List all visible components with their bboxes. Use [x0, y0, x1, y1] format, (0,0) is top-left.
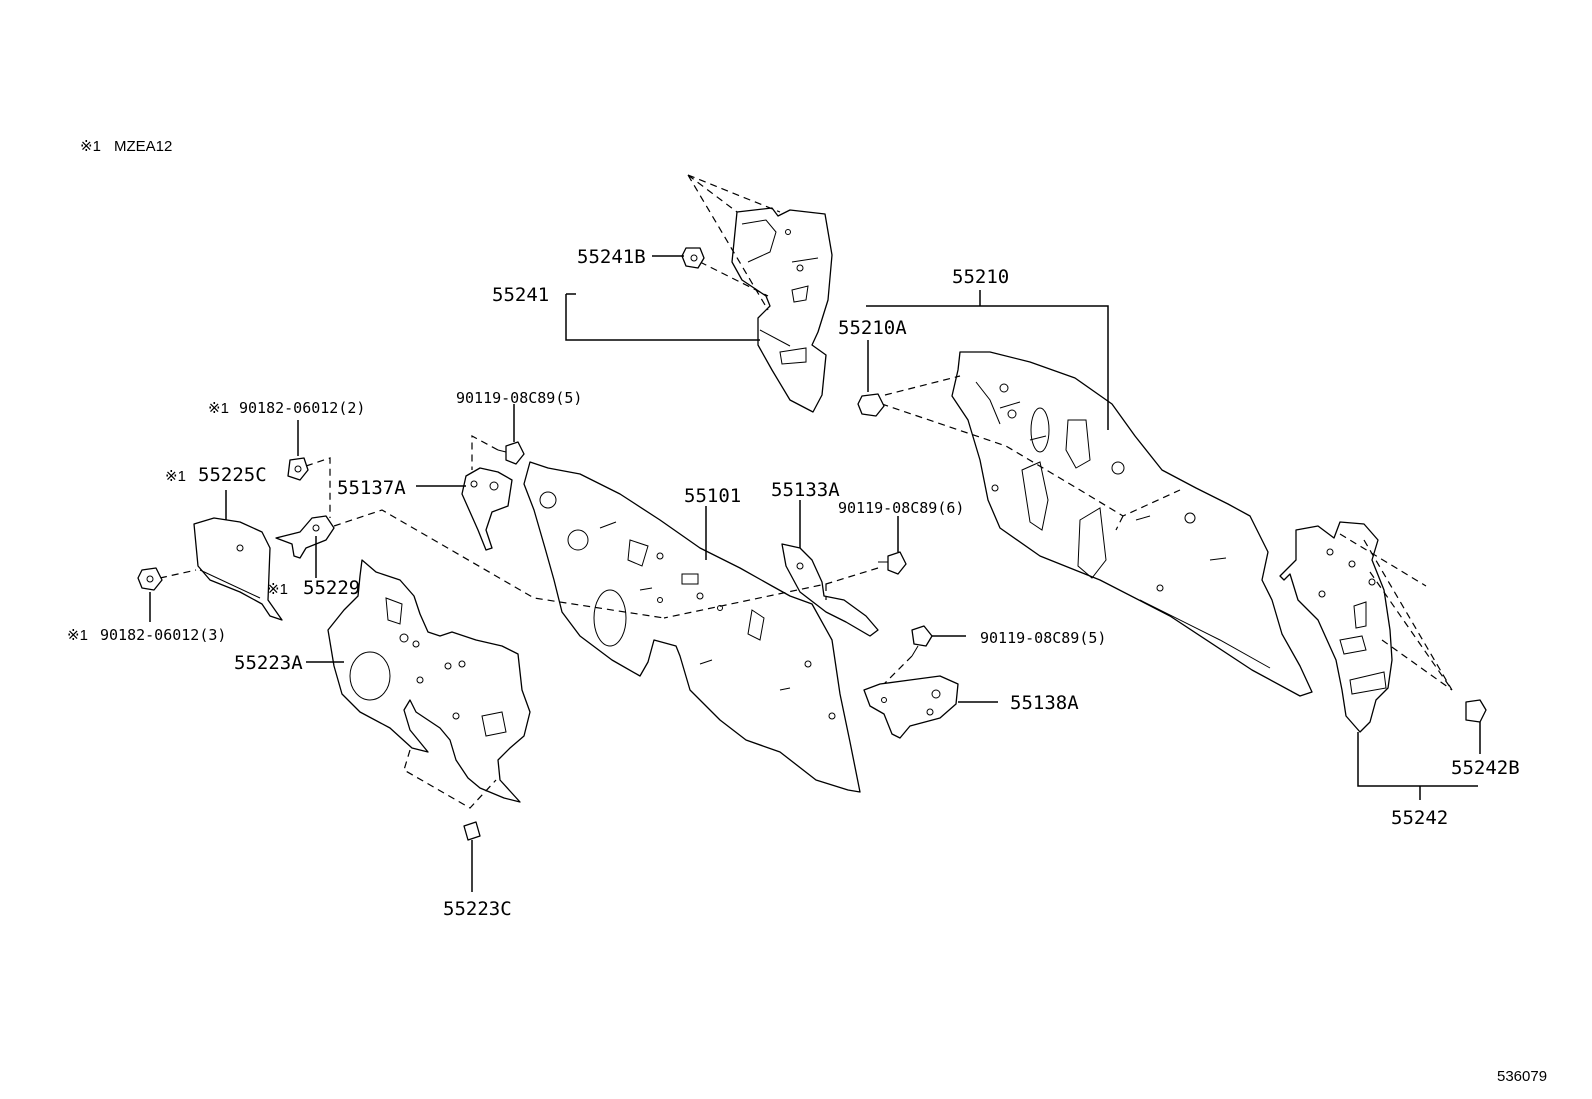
label-55223A: 55223A — [234, 652, 303, 674]
label-55229: 55229 — [303, 577, 360, 599]
bracket-55133A[interactable] — [781, 543, 879, 637]
label-90182-low-symbol: ※1 — [67, 627, 88, 644]
clip-55223C[interactable] — [463, 821, 481, 841]
label-90182-top: 90182-06012(2) — [239, 399, 365, 417]
bolt-90119-mid[interactable] — [878, 551, 907, 575]
nut-90182-top[interactable] — [287, 457, 309, 481]
label-55242B: 55242B — [1451, 757, 1520, 779]
bracket-55137A[interactable] — [461, 467, 513, 551]
bolt-90119-low[interactable] — [911, 625, 933, 657]
part-55225C-cover[interactable] — [193, 517, 283, 621]
label-90119-mid: 90119-08C89(6) — [838, 499, 964, 517]
label-90119-top: 90119-08C89(5) — [456, 389, 582, 407]
nut-90182-low[interactable] — [137, 567, 163, 591]
part-55241-insulator[interactable] — [731, 207, 833, 413]
bracket-55229[interactable] — [275, 515, 335, 559]
label-55241B: 55241B — [577, 246, 646, 268]
label-55223C: 55223C — [443, 898, 512, 920]
label-90119-low: 90119-08C89(5) — [980, 629, 1106, 647]
bracket-55138A[interactable] — [863, 675, 959, 739]
label-55225C-symbol: ※1 — [165, 468, 186, 485]
part-55223A-insulator[interactable] — [327, 559, 531, 803]
label-55225C: 55225C — [198, 464, 267, 486]
label-55137A: 55137A — [337, 477, 406, 499]
label-55101: 55101 — [684, 485, 741, 507]
label-55242: 55242 — [1391, 807, 1448, 829]
label-90182-top-symbol: ※1 — [208, 400, 229, 417]
label-55138A: 55138A — [1010, 692, 1079, 714]
diagram-id: 536079 — [1497, 1068, 1547, 1085]
label-55229-symbol: ※1 — [267, 581, 288, 598]
label-55133A: 55133A — [771, 479, 840, 501]
note-symbol: ※1 — [80, 138, 101, 155]
clip-55210A[interactable] — [857, 393, 885, 417]
label-55241: 55241 — [492, 284, 549, 306]
label-55210A: 55210A — [838, 317, 907, 339]
note-text: MZEA12 — [114, 138, 172, 155]
clip-55241B[interactable] — [681, 247, 705, 269]
label-55210: 55210 — [952, 266, 1009, 288]
bolt-90119-top[interactable] — [497, 441, 525, 465]
part-55210-insulator[interactable] — [951, 351, 1313, 697]
label-90182-low: 90182-06012(3) — [100, 626, 226, 644]
part-55101-insulator[interactable] — [523, 461, 861, 793]
part-55242-insulator[interactable] — [1279, 521, 1393, 733]
clip-55242B[interactable] — [1465, 699, 1487, 723]
